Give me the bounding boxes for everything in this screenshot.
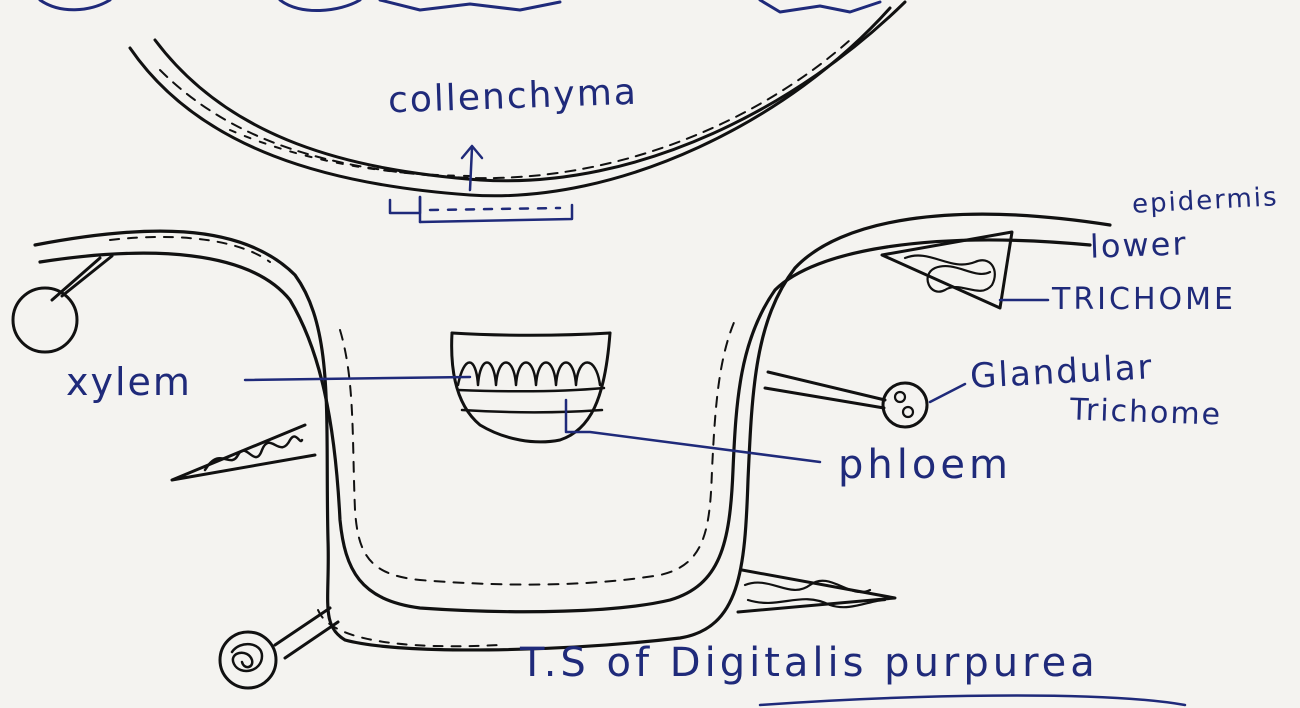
- triangular-trichome-lower-right: [738, 570, 895, 612]
- triangular-trichome-left: [172, 425, 315, 480]
- vascular-bundle: [452, 333, 610, 442]
- glandular-leader: [930, 384, 965, 402]
- phloem-label: phloem: [838, 442, 1012, 488]
- cut-off-heading-strokes: [40, 0, 880, 12]
- phloem-leader: [566, 400, 820, 462]
- glandular-trichome-right: [765, 372, 927, 427]
- lower-label: lower: [1089, 224, 1188, 265]
- covering-trichome-left: [13, 256, 112, 352]
- xylem-leader: [245, 377, 470, 380]
- collenchyma-pointer: [390, 146, 572, 222]
- trichome-label: TRICHOME: [1052, 282, 1236, 317]
- glandular-trichome-label: Trichome: [1069, 392, 1222, 432]
- title-underline: [760, 696, 1185, 705]
- diagram-title: T.S of Digitalis purpurea: [520, 640, 1099, 686]
- collenchyma-label: collenchyma: [387, 72, 638, 122]
- xylem-label: xylem: [66, 360, 192, 404]
- glandular-trichome-lower-left: [220, 608, 338, 688]
